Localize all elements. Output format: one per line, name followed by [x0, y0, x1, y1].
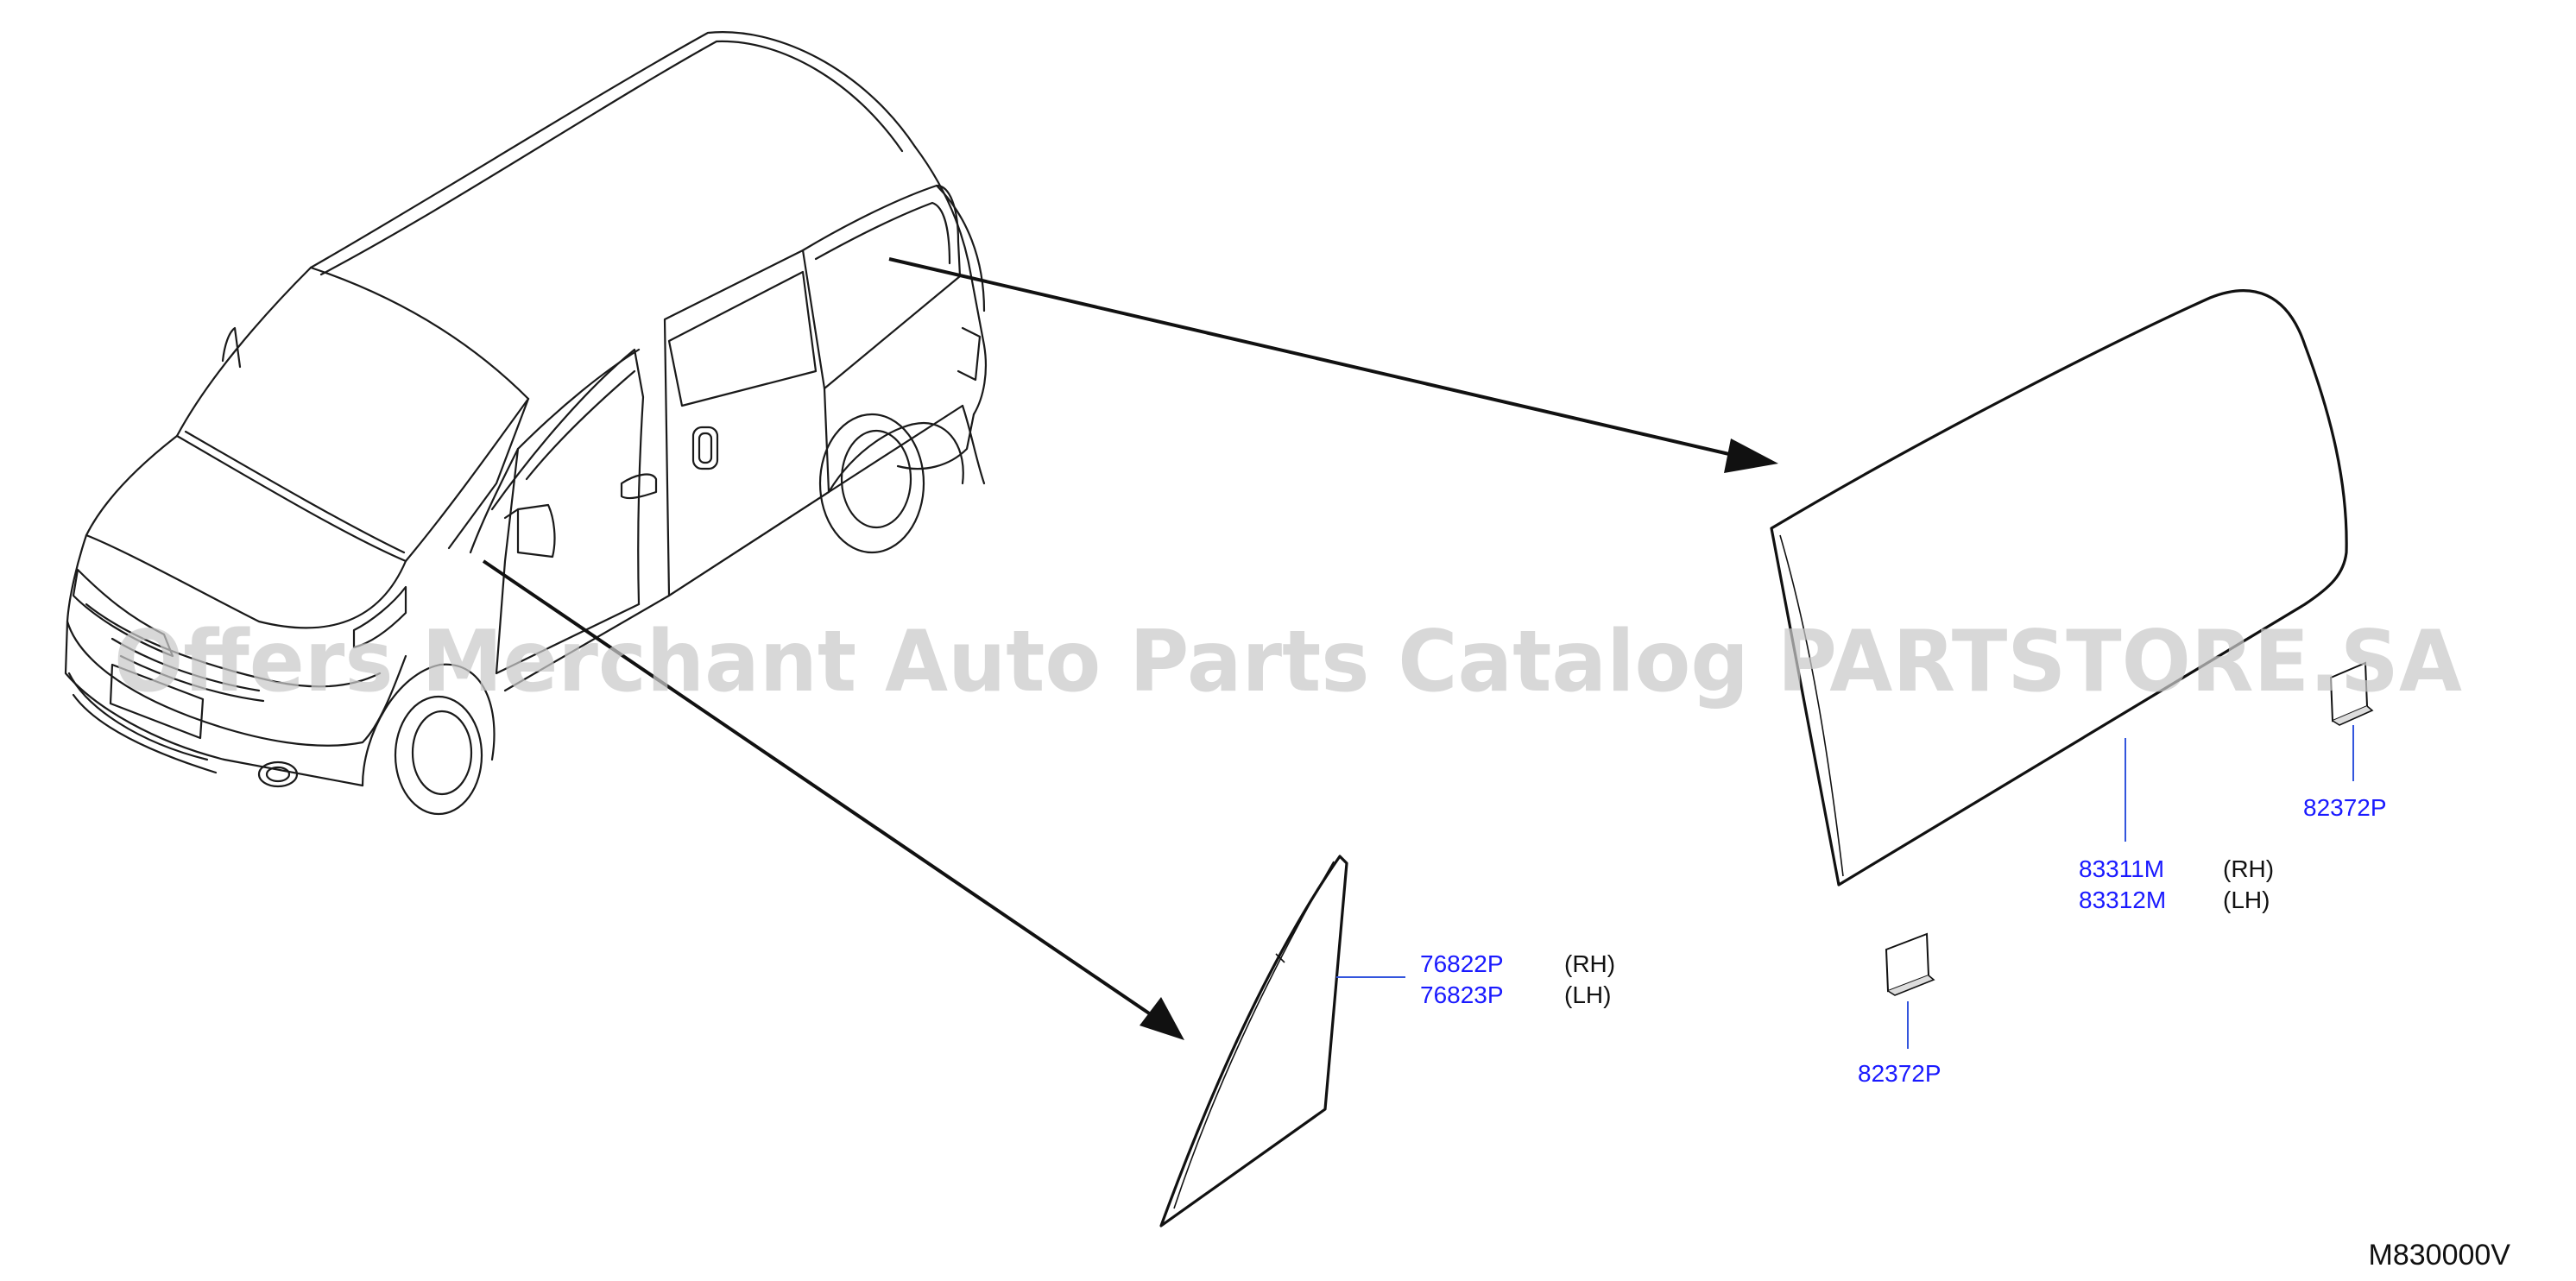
part-number-83311M[interactable]: 83311M	[2079, 855, 2164, 882]
callout-clip-upper: 82372P	[2303, 794, 2387, 821]
side-tag-rh: (RH)	[1564, 950, 1615, 977]
rear-side-glass[interactable]	[1770, 289, 2348, 887]
part-number-82372P-upper[interactable]: 82372P	[2303, 794, 2387, 821]
part-number-76823P[interactable]: 76823P	[1420, 981, 1504, 1008]
van-illustration	[64, 31, 987, 816]
part-number-83312M[interactable]: 83312M	[2079, 887, 2166, 913]
watermark-text: Offers Merchant Auto Parts Catalog PARTS…	[114, 613, 2462, 711]
clip-lower[interactable]	[1885, 932, 1935, 996]
part-number-82372P-lower[interactable]: 82372P	[1858, 1060, 1941, 1087]
front-quarter-glass[interactable]	[1159, 855, 1348, 1227]
arrow-to-rear-side-glass	[888, 257, 1745, 459]
pointer-arrows	[482, 257, 1778, 1040]
callout-rear-side-glass: 83311M (RH) 83312M (LH)	[2079, 855, 2274, 913]
arrow-to-front-quarter-glass	[482, 559, 1159, 1020]
diagram-reference-code: M830000V	[2369, 1239, 2511, 1272]
arrowhead-rear-side-glass	[1724, 439, 1778, 473]
leader-lines	[1336, 725, 2354, 1049]
clip-upper[interactable]	[2329, 661, 2374, 726]
side-tag-lh: (LH)	[1564, 981, 1611, 1008]
callout-clip-lower: 82372P	[1858, 1060, 1941, 1087]
side-tag-lh: (LH)	[2223, 887, 2270, 913]
side-tag-rh: (RH)	[2223, 855, 2274, 882]
part-number-76822P[interactable]: 76822P	[1420, 950, 1504, 977]
arrowhead-front-quarter-glass	[1140, 997, 1184, 1040]
callout-front-quarter-glass: 76822P (RH) 76823P (LH)	[1420, 950, 1615, 1008]
